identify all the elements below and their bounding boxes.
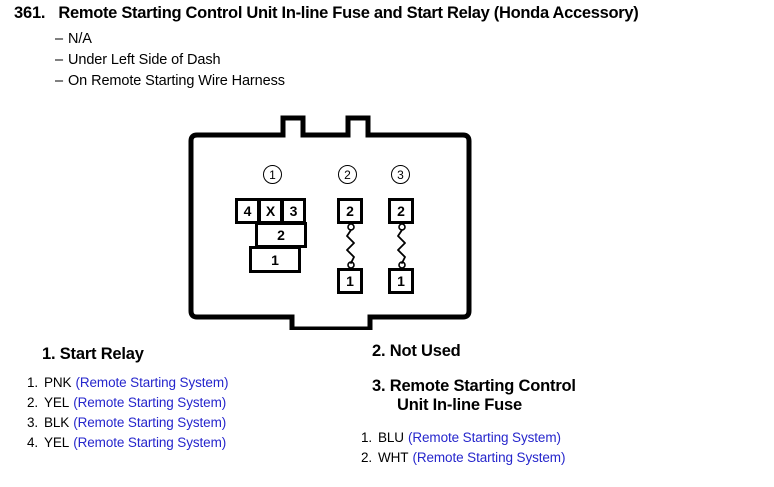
fuse2-pin-2: 2 <box>337 198 363 224</box>
pin-color: YEL <box>44 435 70 450</box>
list-item: 3. BLK(Remote Starting System) <box>18 413 360 433</box>
list-item: 1. PNK(Remote Starting System) <box>18 373 360 393</box>
pin-index: 4. <box>26 435 38 450</box>
list-item: 2. WHT(Remote Starting System) <box>352 448 774 468</box>
title-row: 361. Remote Starting Control Unit In-line… <box>14 4 639 23</box>
pin-color: BLK <box>44 415 70 430</box>
legend-heading-fuse-line1: 3. Remote Starting Control <box>372 377 576 395</box>
pin-circuit: (Remote Starting System) <box>412 450 566 465</box>
note-dash-icon: – <box>55 31 63 47</box>
legend-start-relay: 1. Start Relay 1.PNK(Remote Starting Sys… <box>0 345 360 453</box>
pin-list-fuse: 1.BLU(Remote Starting System) 2.WHT(Remo… <box>352 428 774 468</box>
relay-pin-x: X <box>258 198 283 224</box>
connector-diagram: 1 2 3 4 X 3 2 1 2 1 2 1 <box>180 105 480 330</box>
entry-number: 361. <box>14 4 46 22</box>
pin-circuit: (Remote Starting System) <box>75 375 229 390</box>
note-dash-icon: – <box>55 73 63 89</box>
pin-color: WHT <box>378 450 409 465</box>
pin-circuit: (Remote Starting System) <box>73 435 227 450</box>
legend-heading-start-relay: 1. Start Relay <box>42 345 144 363</box>
pin-index: 2. <box>26 395 38 410</box>
list-item: 2. YEL(Remote Starting System) <box>18 393 360 413</box>
list-item: 4. YEL(Remote Starting System) <box>18 433 360 453</box>
callout-3: 3 <box>391 165 410 184</box>
fuse3-element-icon <box>397 223 406 269</box>
relay-pin-1: 1 <box>249 246 301 273</box>
pin-color: YEL <box>44 395 70 410</box>
pin-circuit: (Remote Starting System) <box>73 395 227 410</box>
note-line-1: –N/A <box>55 31 92 47</box>
note-line-2: –Under Left Side of Dash <box>55 52 221 68</box>
fuse3-pin-1: 1 <box>388 268 414 294</box>
pin-index: 1. <box>26 375 38 390</box>
fuse2-pin-1: 1 <box>337 268 363 294</box>
legend-fuse: 2. Not Used 3. Remote Starting Control U… <box>360 342 774 468</box>
callout-1: 1 <box>263 165 282 184</box>
note-text: Under Left Side of Dash <box>68 52 221 68</box>
pin-index: 1. <box>360 430 372 445</box>
callout-2: 2 <box>338 165 357 184</box>
page-title: Remote Starting Control Unit In-line Fus… <box>58 4 639 22</box>
note-text: N/A <box>68 31 92 47</box>
pin-circuit: (Remote Starting System) <box>73 415 227 430</box>
relay-pin-2: 2 <box>255 222 307 248</box>
list-item: 1. BLU(Remote Starting System) <box>352 428 774 448</box>
relay-pin-4: 4 <box>235 198 260 224</box>
pin-color: BLU <box>378 430 404 445</box>
connector-housing-outline <box>188 115 472 330</box>
pin-list-start-relay: 1.PNK(Remote Starting System) 2.YEL(Remo… <box>18 373 360 453</box>
legend-heading-not-used: 2. Not Used <box>372 342 461 360</box>
legend-heading-fuse-line2: Unit In-line Fuse <box>397 396 522 414</box>
pin-index: 2. <box>360 450 372 465</box>
note-line-3: –On Remote Starting Wire Harness <box>55 73 285 89</box>
note-dash-icon: – <box>55 52 63 68</box>
note-text: On Remote Starting Wire Harness <box>68 73 285 89</box>
pin-circuit: (Remote Starting System) <box>407 430 561 445</box>
pin-index: 3. <box>26 415 38 430</box>
fuse2-element-icon <box>346 223 355 269</box>
fuse3-pin-2: 2 <box>388 198 414 224</box>
pin-color: PNK <box>44 375 72 390</box>
relay-pin-3: 3 <box>281 198 306 224</box>
